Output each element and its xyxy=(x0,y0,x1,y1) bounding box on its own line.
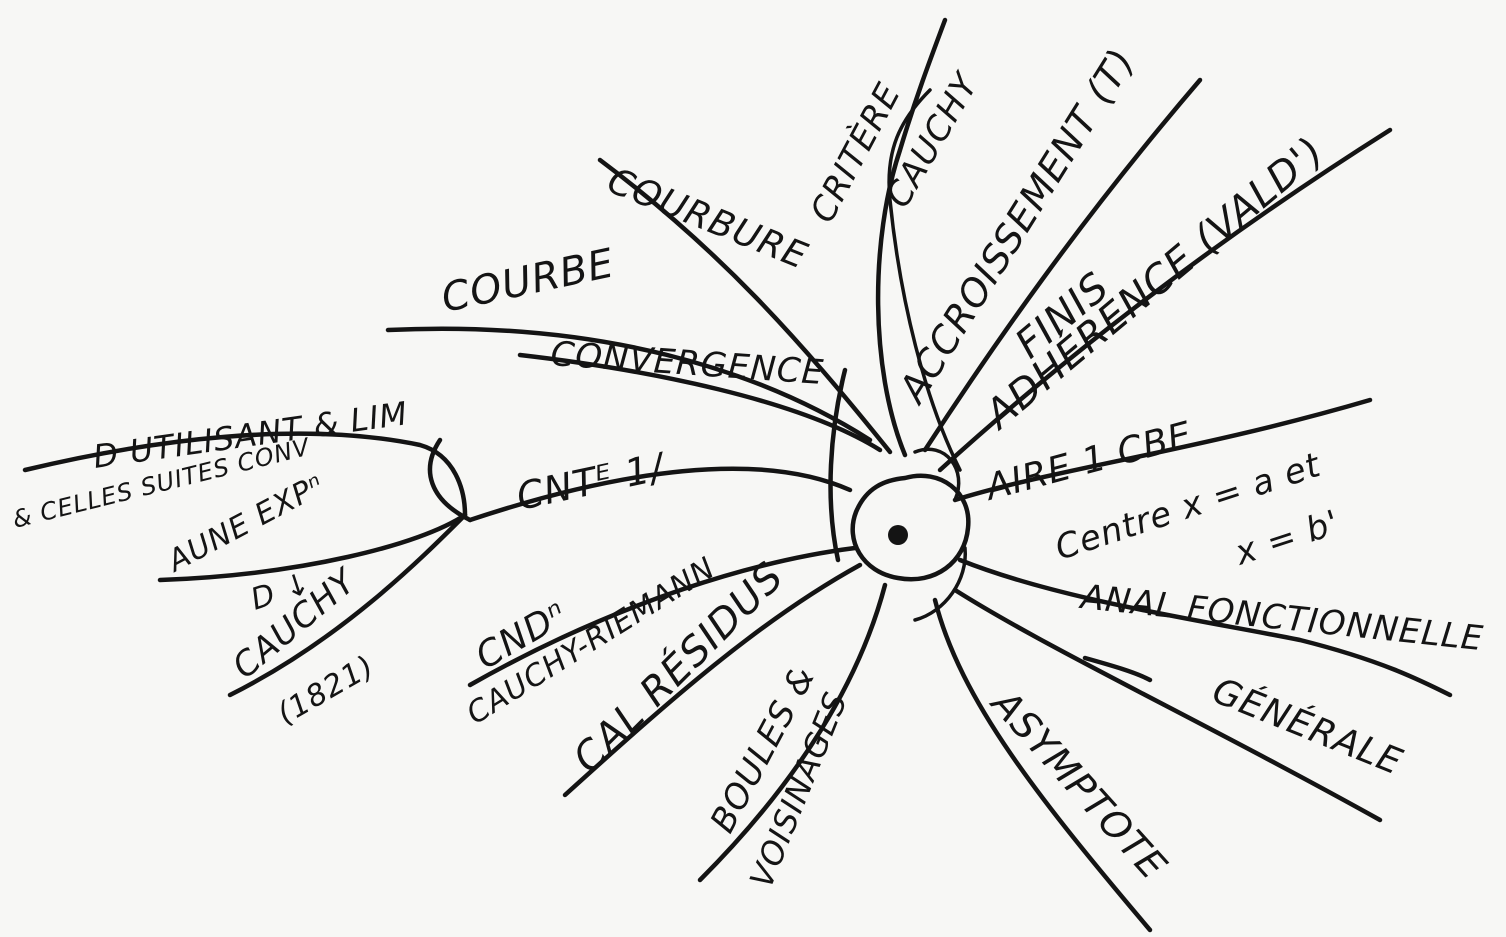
branch-line-courbe xyxy=(385,326,873,443)
label-cnte: CNTᴱ 1/ xyxy=(513,444,671,519)
branch-line-boules xyxy=(697,582,888,883)
branch-line-convergence xyxy=(517,352,883,453)
branch-line-asymptote xyxy=(932,597,1153,933)
label-courbe: COURBE xyxy=(438,240,619,321)
central-node xyxy=(850,447,971,622)
branch-line-aune xyxy=(157,512,468,583)
branch-line-cnte xyxy=(467,466,853,523)
label-courbure: COURBURE xyxy=(602,160,814,277)
branch-lines xyxy=(22,17,1453,933)
label-anal: ANAL FONCTIONNELLE xyxy=(1077,577,1485,659)
branch-line-aire xyxy=(952,397,1373,503)
label-asymptote: ASYMPTOTE xyxy=(981,679,1175,888)
branch-line-courbure xyxy=(597,157,893,455)
branch-line-anal xyxy=(957,557,1453,698)
branch-line-cal-residus xyxy=(562,562,863,798)
label-centre-2: x = b' xyxy=(1229,502,1344,573)
label-accroissement: ACCROISSEMENT (T) xyxy=(889,41,1144,413)
branch-line-d-utilisant xyxy=(22,431,468,518)
branch-line-cauchy-left xyxy=(227,512,468,698)
branch-line-generale-main xyxy=(952,587,1383,823)
branch-line-generale xyxy=(1082,655,1153,683)
branch-line-critere xyxy=(875,17,948,458)
branch-line-accroissement xyxy=(922,77,1203,453)
branch-line-bracket xyxy=(828,367,848,563)
center-dot xyxy=(888,525,908,545)
branch-line-cauchy-top xyxy=(887,88,962,472)
label-generale: GÉNÉRALE xyxy=(1207,669,1409,783)
branch-line-cauchy-riemann xyxy=(467,545,858,688)
branch-line-adherence xyxy=(937,127,1393,473)
